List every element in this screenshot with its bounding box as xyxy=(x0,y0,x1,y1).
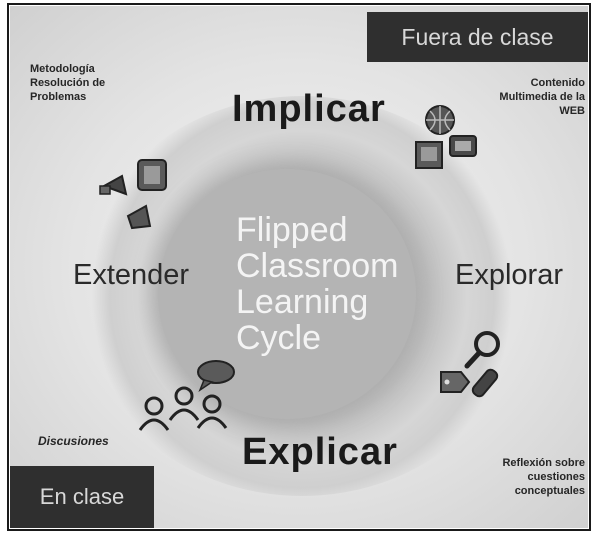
explicar-icons xyxy=(138,360,235,431)
center-title-line-3: Learning xyxy=(236,283,369,321)
diagram-panel: Fuera de clase En clase Implicar Explora… xyxy=(10,6,588,528)
search-icon xyxy=(464,331,500,369)
note-discusiones: Discusiones xyxy=(38,434,109,448)
center-title-line-4: Cycle xyxy=(236,319,322,357)
extender-icons xyxy=(99,159,167,230)
note-contenido: Contenido Multimedia de la WEB xyxy=(499,77,585,117)
pencil-icon xyxy=(471,368,499,398)
document-icon xyxy=(137,159,167,191)
tab-en-clase: En clase xyxy=(10,466,154,528)
note-reflexion: Reflexión sobre cuestiones conceptuales xyxy=(502,457,585,497)
center-title-line-2: Classroom xyxy=(236,247,399,285)
tag-icon xyxy=(440,371,471,393)
center-title-line-1: Flipped xyxy=(236,211,348,249)
phase-implicar: Implicar xyxy=(232,88,386,130)
speech-bubble-icon xyxy=(197,360,235,392)
phase-explorar: Explorar xyxy=(455,259,563,291)
note-metodologia: Metodología Resolución de Problemas xyxy=(30,63,106,103)
tab-fuera-de-clase: Fuera de clase xyxy=(367,12,588,62)
center-title: Flipped Classroom Learning Cycle xyxy=(236,212,436,356)
globe-icon xyxy=(425,105,455,135)
people-icon xyxy=(138,386,228,431)
phase-explicar: Explicar xyxy=(242,431,398,473)
explorar-icons xyxy=(440,331,500,398)
implicar-icons xyxy=(415,105,477,169)
megaphone-icon xyxy=(99,174,152,230)
monitor-icon xyxy=(415,135,477,169)
phase-extender: Extender xyxy=(73,259,190,291)
